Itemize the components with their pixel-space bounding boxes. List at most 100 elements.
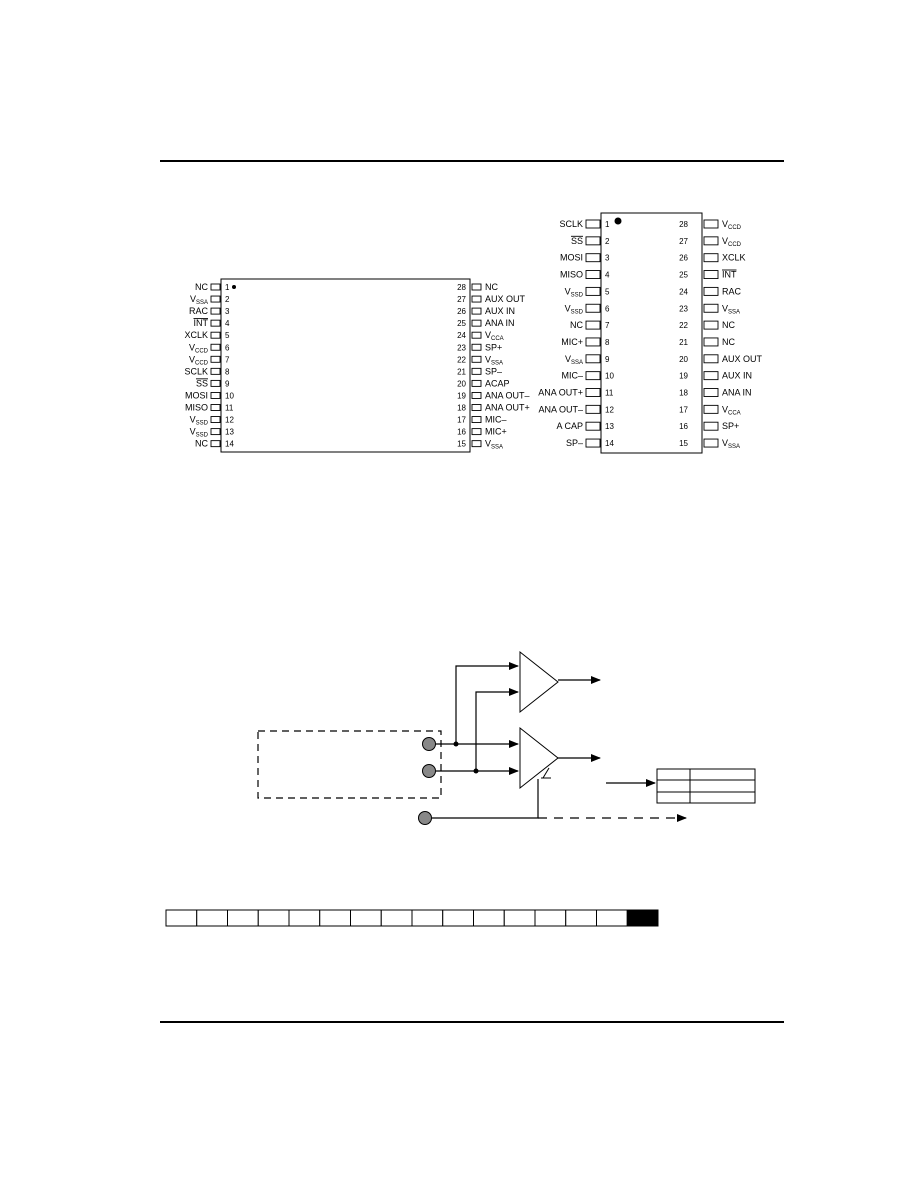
- pin-pad: [703, 320, 719, 330]
- pin-label: AUX IN: [722, 371, 752, 381]
- pin-number: 19: [679, 372, 688, 381]
- pin-label-main: ANA OUT–: [485, 390, 530, 400]
- pin-label: MISO: [560, 270, 583, 280]
- control-terminal: [418, 811, 432, 825]
- register-bit: [473, 909, 505, 927]
- pin-number: 10: [225, 391, 234, 400]
- register-bit: [288, 909, 321, 927]
- pin-number: 5: [605, 287, 610, 296]
- pin-number: 26: [679, 254, 688, 263]
- pin-label: SS: [196, 378, 208, 388]
- register-bit: [411, 909, 444, 927]
- pin-1: 1NC: [195, 282, 230, 292]
- pin-number: 17: [457, 416, 466, 425]
- register-bit: [442, 909, 474, 927]
- pin-label-main: AUX IN: [485, 306, 515, 316]
- pin-number: 10: [605, 372, 614, 381]
- pin-label-main: V: [485, 330, 491, 340]
- pin-label-subscript: CCD: [728, 242, 742, 248]
- pin-label-main: ANA OUT+: [485, 403, 530, 413]
- pin-pad: [210, 319, 221, 327]
- pin-pad: [703, 253, 719, 263]
- pin-pad: [703, 354, 719, 364]
- pin-number: 5: [225, 331, 230, 340]
- pin-label: VCCA: [485, 330, 504, 342]
- pin-number: 20: [679, 355, 688, 364]
- pin-label-main: INT: [194, 318, 209, 328]
- pin-number: 12: [605, 405, 614, 414]
- soic-pin1-dot: [232, 285, 236, 289]
- pin-label: NC: [195, 282, 208, 292]
- pin-label-subscript: SSA: [196, 300, 208, 306]
- register-bit: [350, 909, 382, 927]
- amplifier-lower: [519, 726, 559, 790]
- pin-label-subscript: CCD: [195, 348, 209, 354]
- pin-label: VSSD: [565, 286, 584, 298]
- pin-pad: [703, 219, 719, 229]
- pin-label: XCLK: [722, 253, 746, 263]
- register-bit: [380, 909, 413, 927]
- pin-label: VSSD: [565, 303, 584, 315]
- pin-label-subscript: SSA: [491, 360, 503, 366]
- pin-label-main: NC: [485, 282, 498, 292]
- register-bit: [257, 909, 290, 927]
- pin-label-main: V: [485, 354, 491, 364]
- pin-label: MIC+: [561, 337, 583, 347]
- pin-label-main: V: [722, 404, 728, 414]
- pin-number: 28: [457, 283, 466, 292]
- pin-label-main: V: [722, 236, 728, 246]
- pin-label: AUX IN: [485, 306, 515, 316]
- pin-pad: [585, 404, 601, 414]
- pin-label: MIC–: [561, 371, 583, 381]
- pin-label: INT: [194, 318, 209, 328]
- pin-label-main: MIC–: [485, 415, 507, 425]
- pin-label-subscript: SSD: [571, 309, 584, 315]
- pin-number: 1: [605, 220, 610, 229]
- bit-register: [165, 909, 659, 927]
- pin-label: NC: [570, 320, 583, 330]
- pin-label-subscript: SSA: [491, 445, 503, 451]
- pin-label: AUX OUT: [485, 294, 526, 304]
- register-bit: [319, 909, 351, 927]
- pin-label: ACAP: [485, 378, 510, 388]
- block-diagram: [257, 650, 756, 825]
- pin-label-main: V: [190, 415, 196, 425]
- pin-number: 3: [225, 307, 230, 316]
- pin-number: 16: [679, 422, 688, 431]
- pin-26: 26 XCLK: [679, 253, 745, 263]
- pin-label-subscript: SSA: [728, 444, 740, 450]
- pin-pad: [210, 331, 221, 339]
- pin-28: 28 NC: [457, 282, 498, 292]
- pin-label: ANA OUT–: [485, 390, 530, 400]
- pin-label-subscript: CCD: [195, 360, 209, 366]
- pin-pad: [471, 440, 482, 448]
- pin-label: VSSA: [565, 354, 583, 366]
- pin-pad: [210, 428, 221, 436]
- register-bit: [503, 909, 536, 927]
- pin-pad: [471, 331, 482, 339]
- dip-pin1-dot: [614, 217, 622, 225]
- pin-label-main: ANA OUT–: [538, 404, 583, 414]
- pin-pad: [471, 307, 482, 315]
- pin-pad: [703, 337, 719, 347]
- pin-pad: [210, 283, 221, 291]
- pin-pad: [471, 295, 482, 303]
- dip-left-pins: 1SCLK2SS3MOSI4MISO5VSSD6VSSD7NC8MIC+9VSS…: [538, 219, 614, 448]
- pin-7: 7NC: [570, 320, 610, 330]
